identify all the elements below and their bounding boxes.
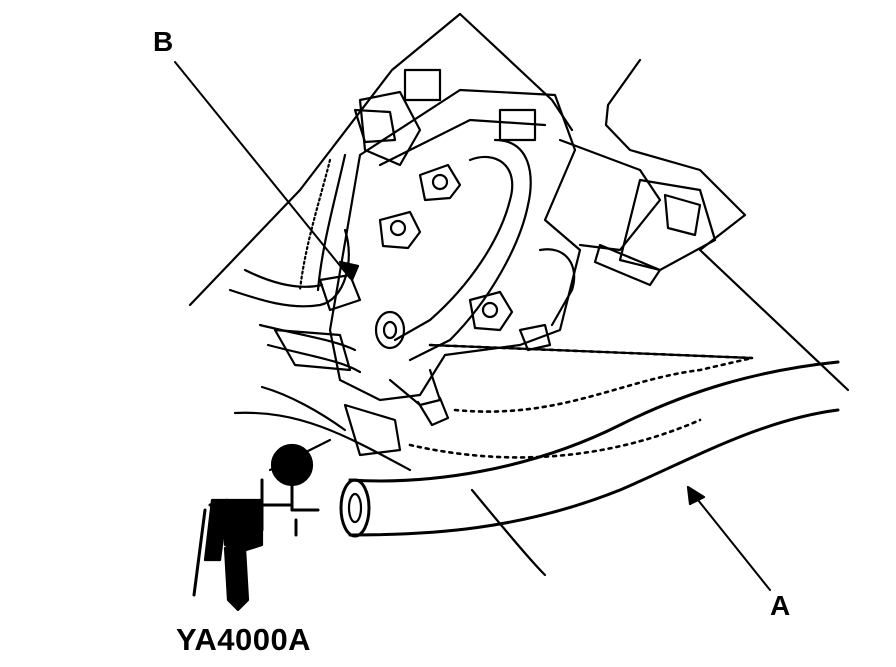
hose-a — [339, 343, 840, 538]
tool-code-label: YA4000A — [176, 622, 312, 657]
background-outline — [188, 12, 850, 577]
vacuum-pump-tool — [192, 443, 320, 612]
engine-bracket — [328, 68, 717, 457]
bolts — [378, 163, 552, 352]
callout-b: B — [153, 26, 174, 57]
leader-lines — [174, 61, 771, 591]
hose-b — [374, 138, 576, 427]
wiring-harness — [228, 153, 362, 374]
callout-a: A — [770, 590, 791, 621]
